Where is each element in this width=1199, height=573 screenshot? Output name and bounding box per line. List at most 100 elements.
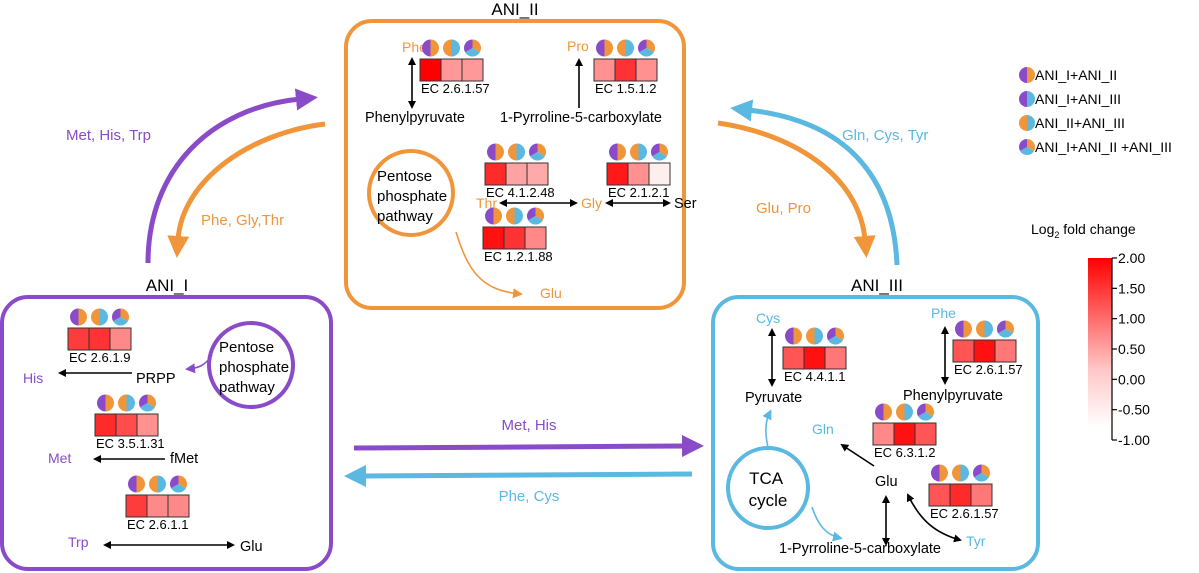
metabolite-gly: Gly <box>581 195 602 211</box>
legend: ANI_I+ANI_II ANI_I+ANI_III ANI_II+ANI_III A… <box>1018 67 1172 156</box>
sample-overlap-pie-icon <box>508 143 525 161</box>
heatmap-cell <box>648 162 671 186</box>
ec-number: EC 2.1.2.1 <box>608 185 669 200</box>
arrow-ani3-to-ani2 <box>730 99 900 266</box>
legend-label: ANI_I+ANI_III <box>1035 91 1121 107</box>
pathway-arrow <box>455 231 523 299</box>
heatmap-cell <box>88 327 111 351</box>
sample-overlap-pie-icon <box>596 39 613 57</box>
label-ani1-to-ani3: Met, His <box>501 417 556 434</box>
enzyme-block: EC 2.6.1.57 <box>952 320 1023 377</box>
heatmap-cell <box>461 58 484 82</box>
label-ani1-to-ani2: Met, His, Trp <box>66 127 151 144</box>
legend-item: ANI_I+ANI_III <box>1019 91 1121 107</box>
metabolite-tyr: Tyr <box>966 533 986 549</box>
colorbar-title: Log2 fold change <box>1031 221 1136 240</box>
sample-overlap-pie-icon <box>97 394 114 412</box>
pentose-phosphate-pathway-node <box>207 321 295 409</box>
ec-number: EC 2.6.1.57 <box>421 81 490 96</box>
metabolite-phenylpyruvate: Phenylpyruvate <box>903 388 1003 404</box>
sample-overlap-pie-icon <box>529 143 546 161</box>
sample-overlap-pie-icon <box>128 475 146 493</box>
metabolite-thr: Thr <box>476 195 497 211</box>
heatmap-cell <box>872 422 895 446</box>
ani1-box <box>0 295 333 571</box>
heatmap-cell <box>970 483 993 507</box>
legend-pie-icon <box>1019 67 1035 83</box>
enzyme-block: EC 1.2.1.88 <box>482 207 553 264</box>
sample-overlap-pie-icon <box>464 39 481 57</box>
sample-overlap-pie-icon <box>617 39 634 57</box>
heatmap-cell <box>635 58 658 82</box>
heatmap-cell <box>67 327 90 351</box>
metabolite-fmet: fMet <box>170 451 198 467</box>
heatmap-cell <box>505 162 528 186</box>
sample-overlap-pie-icon <box>506 207 523 225</box>
metabolite-glu: Glu <box>875 474 898 490</box>
heatmap-cell <box>419 58 442 82</box>
heatmap-cell <box>952 339 975 363</box>
metabolite-phenylpyruvate: Phenylpyruvate <box>365 110 465 126</box>
legend-pie-icon <box>1019 91 1035 107</box>
heatmap-cell <box>167 494 190 518</box>
ani2-box <box>344 19 686 310</box>
metabolite-gln: Gln <box>812 421 834 437</box>
ani1-title: ANI_I <box>146 276 189 295</box>
heatmap-cell <box>914 422 937 446</box>
sample-overlap-pie-icon <box>422 39 439 57</box>
heatmap-cell <box>526 162 549 186</box>
ani3-title: ANI_III <box>851 276 903 295</box>
heatmap-cell <box>125 494 148 518</box>
heatmap-cell <box>94 413 117 437</box>
arrow-ani3-to-ani1 <box>344 464 693 487</box>
enzyme-heatmaps: EC 2.6.1.57 EC 1.5.1.2 EC 4.1.2.48 EC 2.1.2… <box>67 39 1023 532</box>
metabolite-met: Met <box>48 450 71 466</box>
heatmap-cell <box>782 346 805 370</box>
sample-overlap-pie-icon <box>443 39 461 57</box>
metabolite-trp: Trp <box>68 534 89 550</box>
metabolite-p5c: 1-Pyrroline-5-carboxylate <box>500 110 662 126</box>
sample-overlap-pie-icon <box>485 207 502 225</box>
pentose-phosphate-pathway-node <box>367 149 455 237</box>
legend-item: ANI_I+ANI_II <box>1019 67 1117 83</box>
sample-overlap-pie-icon <box>138 394 156 412</box>
legend-label: ANI_I+ANI_II <box>1035 67 1117 83</box>
metabolite-glu: Glu <box>540 285 562 301</box>
heatmap-cell <box>614 58 637 82</box>
sample-overlap-pie-icon <box>527 207 544 225</box>
enzyme-block: EC 1.5.1.2 <box>593 39 658 96</box>
legend-label: ANI_II+ANI_III <box>1035 115 1125 131</box>
sample-overlap-pie-icon <box>70 308 87 326</box>
colorbar-tick-label: 0.00 <box>1118 371 1145 387</box>
sample-overlap-pie-icon <box>952 464 969 482</box>
sample-overlap-pie-icon <box>118 394 135 412</box>
ec-number: EC 6.3.1.2 <box>874 445 935 460</box>
metabolite-phe: Phe <box>402 39 427 55</box>
sample-overlap-pie-icon <box>827 327 844 345</box>
pathway-label: TCA cycle <box>749 469 788 510</box>
legend-item: ANI_II+ANI_III <box>1019 115 1125 131</box>
arrow-ani1-to-ani2 <box>145 88 318 264</box>
colorbar-gradient <box>1088 258 1112 428</box>
heatmap-cell <box>115 413 138 437</box>
ec-number: EC 2.6.1.1 <box>127 517 188 532</box>
ec-number: EC 4.1.2.48 <box>486 185 555 200</box>
ec-number: EC 4.4.1.1 <box>784 369 845 384</box>
legend-pie-icon <box>1018 139 1035 156</box>
colorbar-axis: 2.001.501.000.500.00-0.50-1.00 <box>1111 250 1150 448</box>
heatmap-cell <box>627 162 650 186</box>
heatmap-cell <box>482 226 505 250</box>
metabolite-glu: Glu <box>240 539 263 555</box>
sample-overlap-pie-icon <box>609 143 626 161</box>
enzyme-block: EC 2.6.1.57 <box>928 464 999 521</box>
metabolite-pyruvate: Pyruvate <box>745 390 802 406</box>
sample-overlap-pie-icon <box>91 308 108 326</box>
heatmap-cell <box>973 339 996 363</box>
sample-overlap-pie-icon <box>931 464 948 482</box>
enzyme-block: EC 2.6.1.1 <box>125 475 190 532</box>
heatmap-cell <box>928 483 951 507</box>
colorbar-tick-label: 0.50 <box>1118 341 1145 357</box>
sample-overlap-pie-icon <box>917 403 935 421</box>
legend-item: ANI_I+ANI_II +ANI_III <box>1018 139 1172 156</box>
sample-overlap-pie-icon <box>997 320 1015 338</box>
